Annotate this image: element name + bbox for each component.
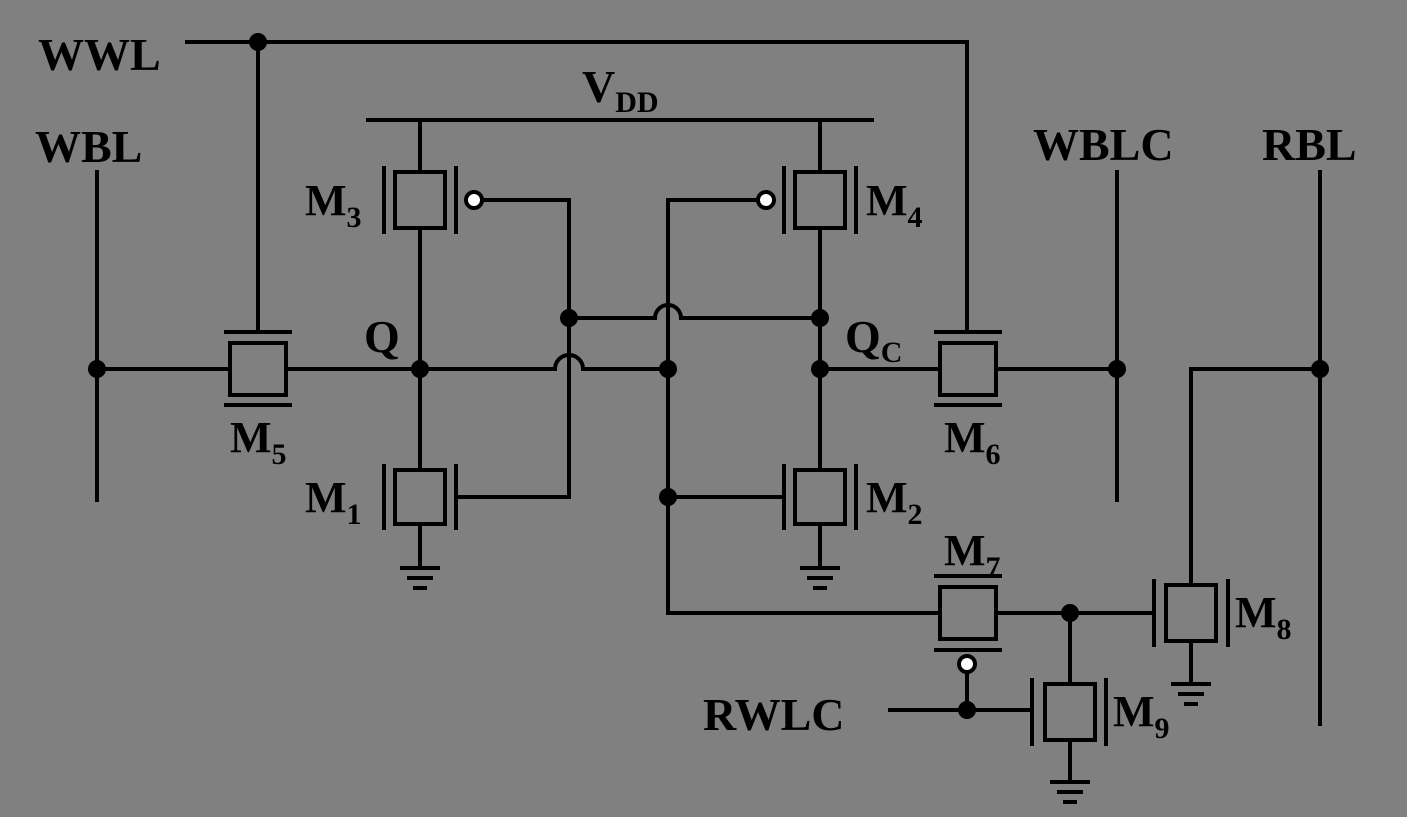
m8-subscript: 8 xyxy=(1277,613,1292,646)
m3-name: M xyxy=(305,176,347,225)
junction-dot xyxy=(88,360,106,378)
junction-dot xyxy=(1108,360,1126,378)
junction-dot xyxy=(811,309,829,327)
wbl-label: WBL xyxy=(35,121,142,172)
m5-name: M xyxy=(230,413,272,462)
m7-name: M xyxy=(944,526,986,575)
m4-name: M xyxy=(866,176,908,225)
m5-label: M5 xyxy=(230,413,287,471)
junction-dot xyxy=(958,701,976,719)
junction-dot xyxy=(811,360,829,378)
m9-name: M xyxy=(1113,687,1155,736)
m3-subscript: 3 xyxy=(347,201,362,234)
qc-name: Q xyxy=(845,311,881,362)
node-qc-label: QC xyxy=(845,311,902,369)
m8-label: M8 xyxy=(1235,588,1292,646)
transistor-m3 xyxy=(382,166,484,234)
qc-subscript: C xyxy=(881,336,903,369)
node-q-label: Q xyxy=(364,311,400,362)
m2-subscript: 2 xyxy=(908,498,923,531)
junction-dot xyxy=(411,360,429,378)
junction-dots xyxy=(88,33,1329,719)
inversion-bubble xyxy=(756,190,776,210)
m1-name: M xyxy=(305,473,347,522)
ground-symbol xyxy=(1050,780,1090,804)
wblc-label: WBLC xyxy=(1033,119,1174,170)
m8-name: M xyxy=(1235,588,1277,637)
node-q-wire xyxy=(95,198,942,615)
transistor-m2 xyxy=(782,464,858,568)
junction-dot xyxy=(249,33,267,51)
m1-label: M1 xyxy=(305,473,362,531)
vdd-name: V xyxy=(582,61,615,112)
m3-label: M3 xyxy=(305,176,362,234)
m2-label: M2 xyxy=(866,473,923,531)
m7-label: M7 xyxy=(944,526,1001,584)
rbl-label: RBL xyxy=(1262,119,1357,170)
transistor-m7 xyxy=(934,574,1002,674)
node-qc-wire xyxy=(458,198,1119,499)
vdd-subscript: DD xyxy=(615,86,658,119)
inversion-bubble xyxy=(464,190,484,210)
vdd-label: VDD xyxy=(582,61,659,119)
m2-name: M xyxy=(866,473,908,522)
vdd-rail xyxy=(366,118,874,174)
wwl-wire xyxy=(185,40,969,334)
junction-dot xyxy=(659,488,677,506)
ground-symbol xyxy=(1171,682,1211,706)
transistor-m5 xyxy=(224,330,292,407)
transistor-m1 xyxy=(382,464,458,568)
junction-dot xyxy=(560,309,578,327)
m4-label: M4 xyxy=(866,176,923,234)
transistor-m6 xyxy=(934,330,1002,407)
transistor-m8 xyxy=(1152,579,1230,647)
inversion-bubble xyxy=(957,654,977,674)
ground-symbol xyxy=(400,566,440,590)
m4-subscript: 4 xyxy=(908,201,923,234)
m6-name: M xyxy=(944,413,986,462)
m5-subscript: 5 xyxy=(272,438,287,471)
transistor-m9 xyxy=(1030,678,1108,746)
junction-dot xyxy=(1061,604,1079,622)
m1-subscript: 1 xyxy=(347,498,362,531)
transistor-m4 xyxy=(756,166,858,234)
m9-subscript: 9 xyxy=(1155,712,1170,745)
wwl-label: WWL xyxy=(38,29,161,80)
m7-subscript: 7 xyxy=(986,551,1001,584)
junction-dot xyxy=(659,360,677,378)
m6-label: M6 xyxy=(944,413,1001,471)
rwlc-label: RWLC xyxy=(703,689,845,740)
m9-label: M9 xyxy=(1113,687,1170,745)
ground-symbol xyxy=(800,566,840,590)
m6-subscript: 6 xyxy=(986,438,1001,471)
junction-dot xyxy=(1311,360,1329,378)
